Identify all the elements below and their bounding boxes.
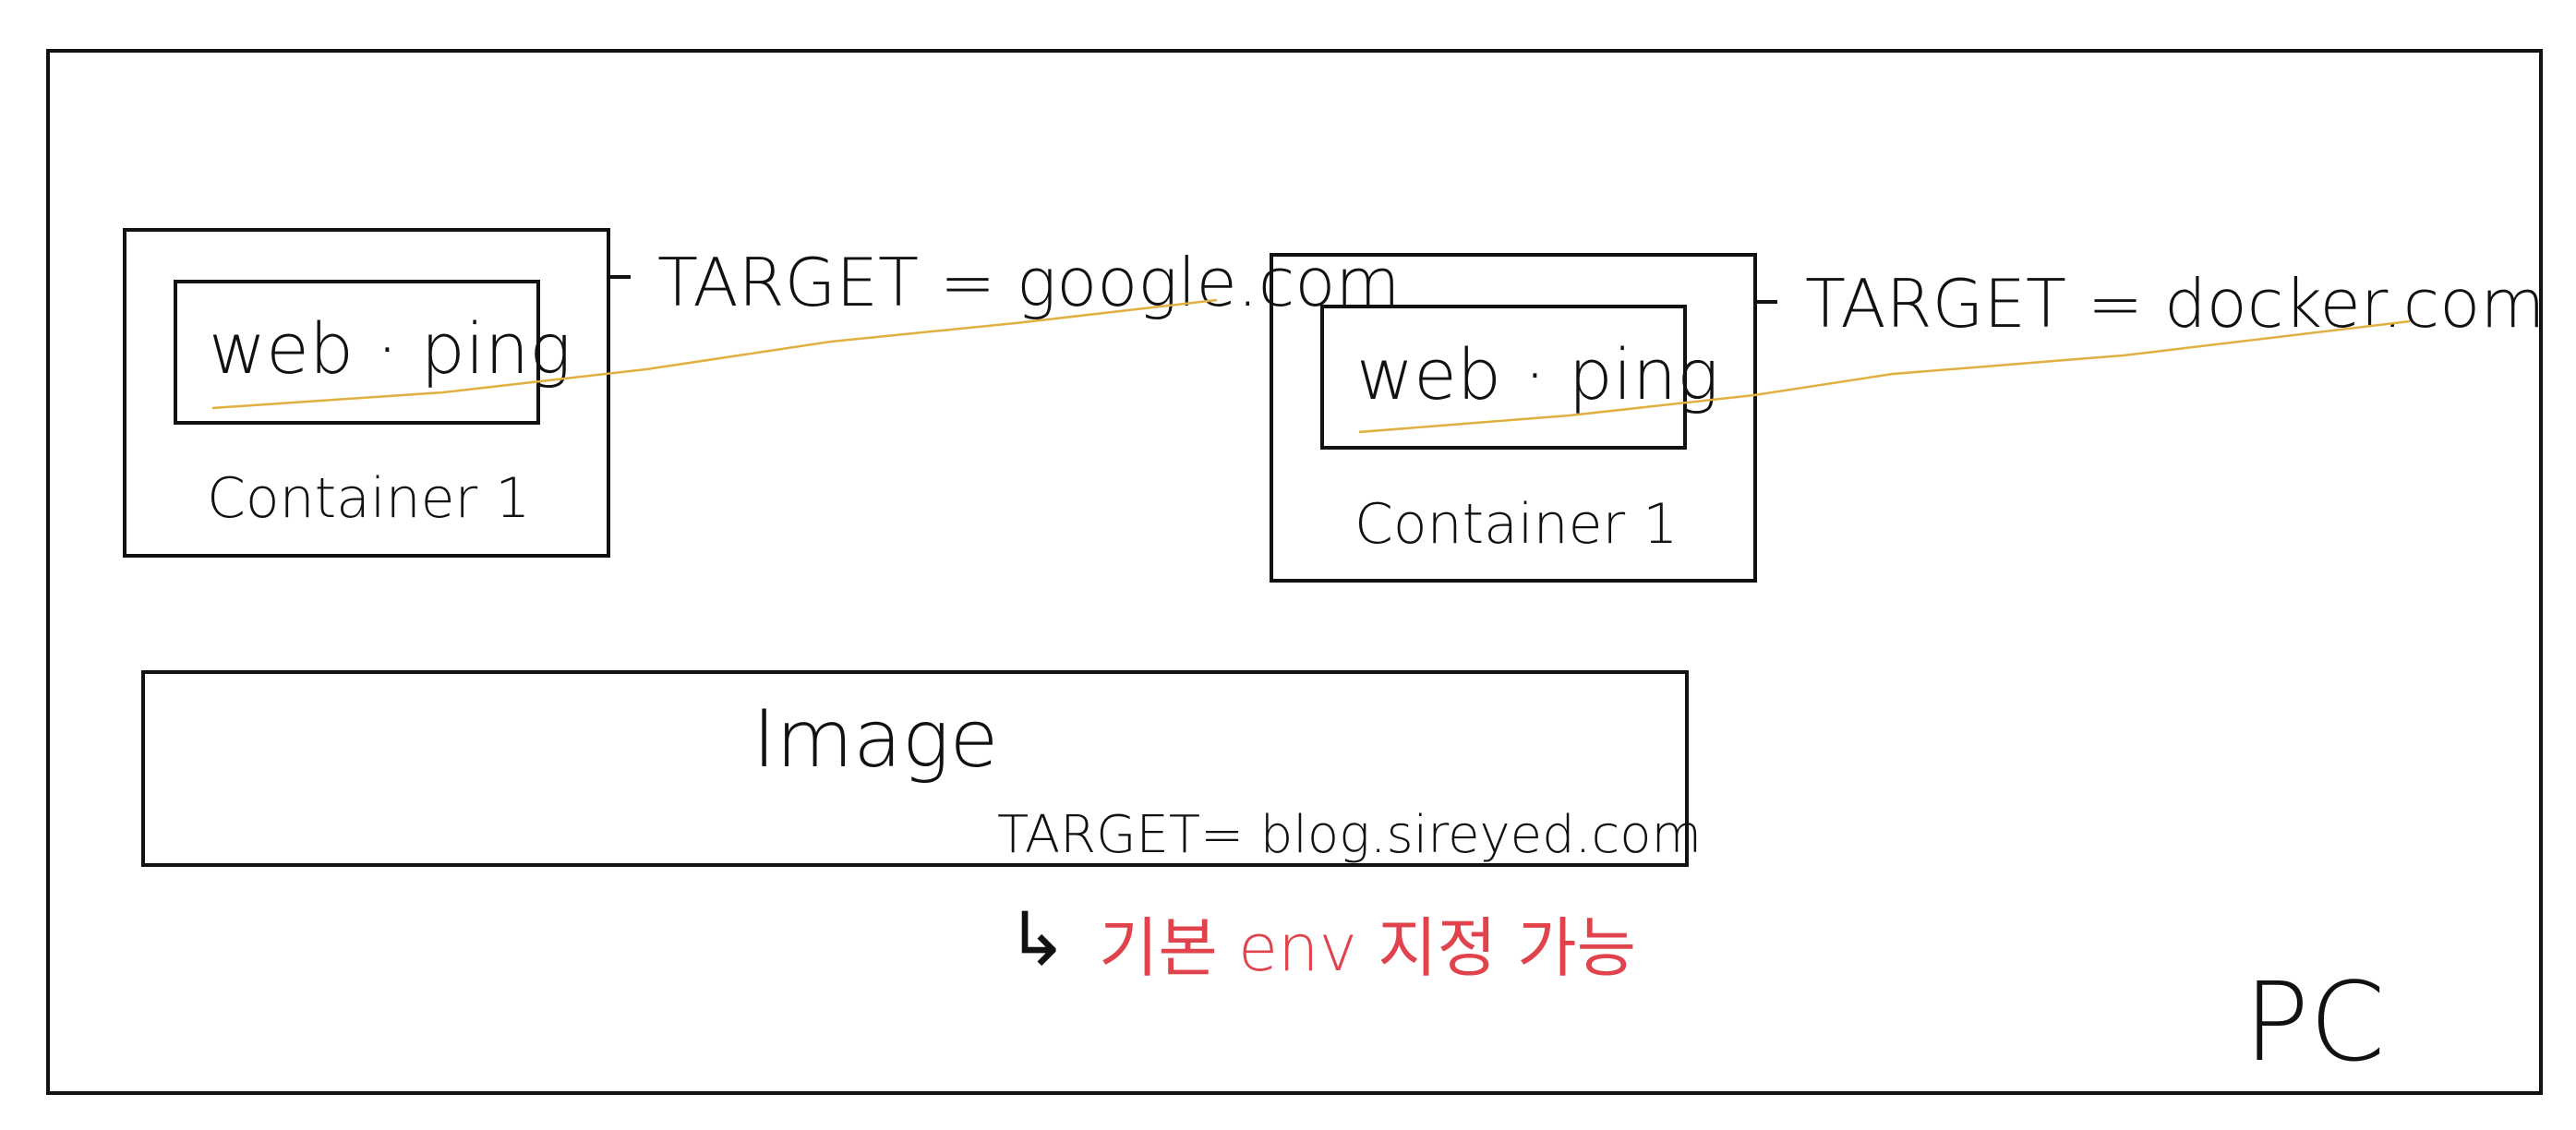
note-arrow-icon: ↳ bbox=[1006, 896, 1069, 982]
container-2-env-label: TARGET = docker.com bbox=[1805, 265, 2546, 343]
image-env-default: TARGET= blog.sireyed.com bbox=[997, 805, 1703, 865]
note-text: 기본 env 지정 가능 bbox=[1099, 910, 1637, 986]
container-1-label: Container 1 bbox=[207, 466, 531, 531]
pc-frame bbox=[46, 49, 2543, 1095]
image-box bbox=[141, 670, 1689, 867]
container-2-label: Container 1 bbox=[1354, 492, 1679, 557]
container-2-app-name: web · ping bbox=[1356, 333, 1719, 415]
image-title: Image bbox=[752, 693, 999, 786]
container-1-app-name: web · ping bbox=[209, 307, 572, 390]
pc-label: PC bbox=[2244, 958, 2386, 1086]
